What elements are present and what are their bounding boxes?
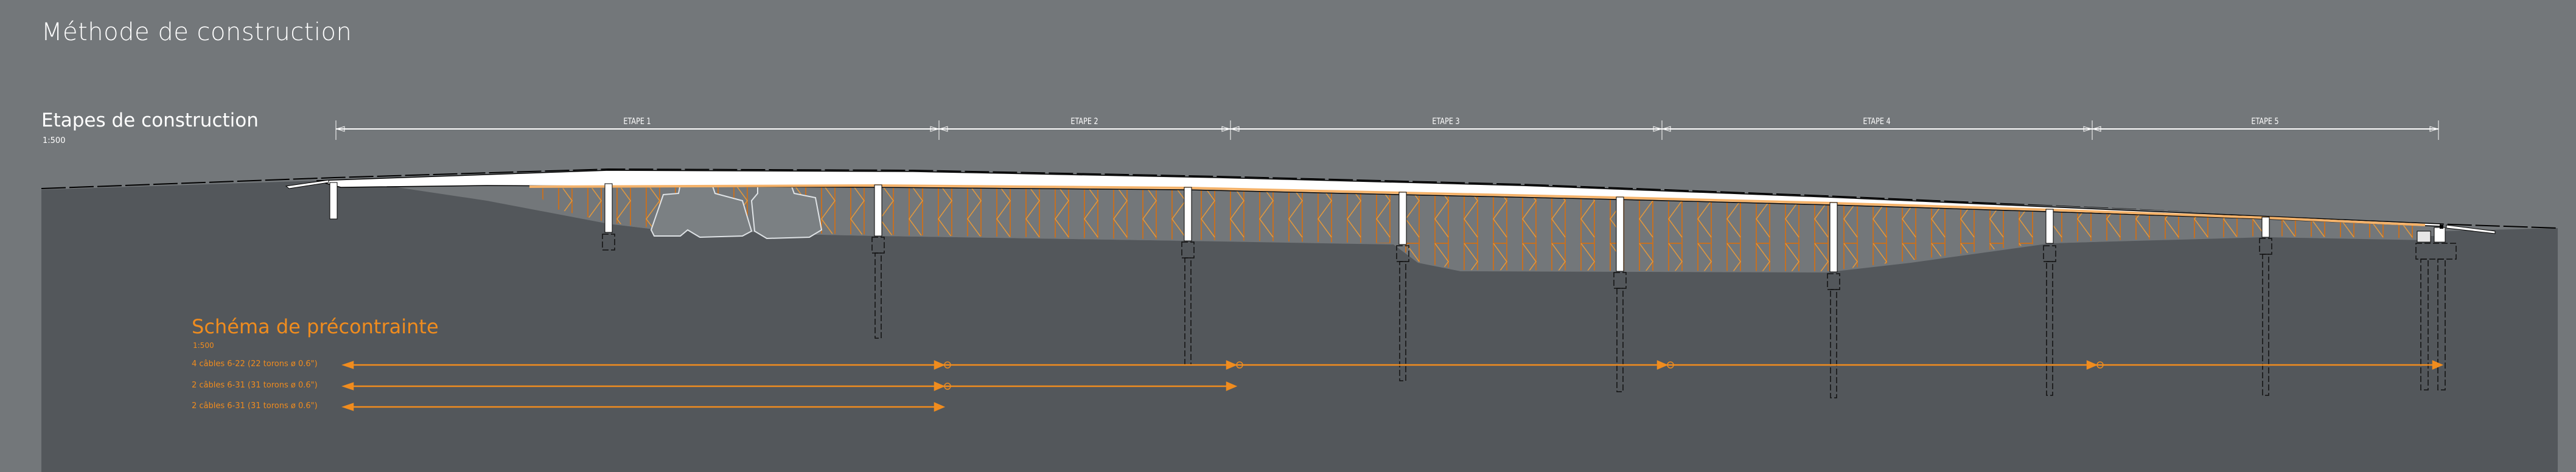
construction-stages-scale: 1:500 (43, 136, 66, 145)
stage-label-2: ETAPE 2 (1070, 117, 1098, 127)
cable-label-3: 2 câbles 6-31 (31 torons ø 0.6") (192, 401, 318, 411)
falsework-scaffolding (536, 186, 2425, 271)
piers (604, 183, 2270, 272)
stage-label-3: ETAPE 3 (1432, 117, 1460, 127)
pile-foundations (602, 234, 2457, 398)
right-abutment (2417, 225, 2446, 243)
stage-dimension-line (335, 120, 2439, 140)
prestressing-schema-scale: 1:500 (193, 341, 214, 350)
stage-label-5: ETAPE 5 (2251, 117, 2279, 127)
left-abutment (329, 182, 338, 220)
page-title: Méthode de construction (41, 18, 352, 46)
stage-label-1: ETAPE 1 (623, 117, 651, 127)
prestressing-schema-title: Schéma de précontrainte (192, 315, 439, 338)
vehicle-clearance-outline (650, 184, 823, 240)
cable-label-1: 4 câbles 6-22 (22 torons ø 0.6") (192, 359, 318, 369)
cable-label-2: 2 câbles 6-31 (31 torons ø 0.6") (192, 381, 318, 390)
construction-stages-title: Etapes de construction (41, 109, 259, 131)
prestressing-cables (341, 360, 2444, 412)
ground-section (41, 181, 2558, 472)
stage-label-4: ETAPE 4 (1863, 117, 1891, 127)
